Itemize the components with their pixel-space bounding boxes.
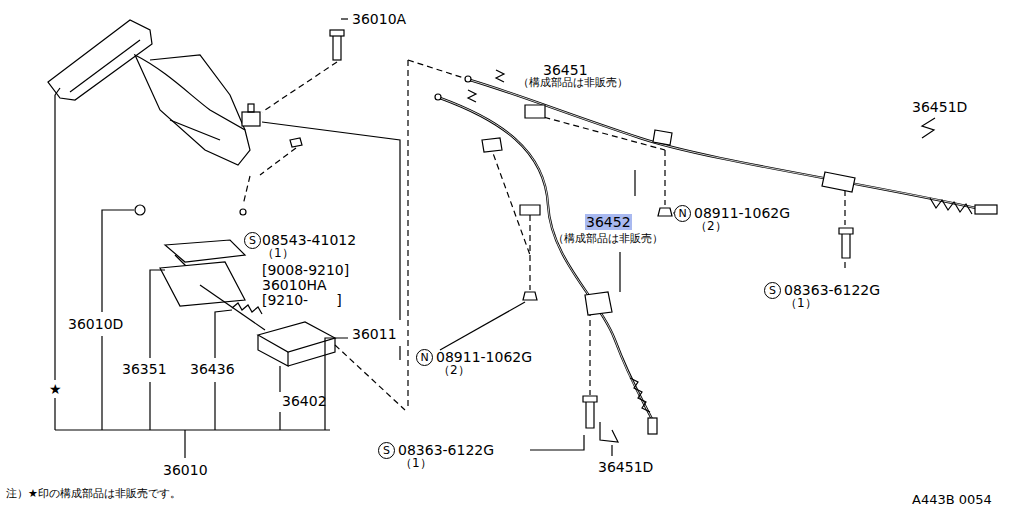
date-range: [9008-9210] bbox=[262, 262, 349, 278]
diagram-code: A443B 0054 bbox=[912, 493, 992, 508]
circled-letter: S bbox=[244, 232, 261, 249]
part-number: 08543-41012 bbox=[262, 232, 356, 248]
star-mark: ★ bbox=[49, 381, 62, 397]
circled-letter: S bbox=[378, 442, 395, 459]
quantity: （2） bbox=[695, 220, 727, 234]
callout-number: 36451 bbox=[543, 62, 588, 78]
callout-number: 36402 bbox=[282, 393, 327, 409]
highlighted-callout: 36452 bbox=[585, 214, 632, 230]
circled-letter: N bbox=[674, 205, 691, 222]
callout-number: 36451D bbox=[912, 99, 967, 115]
callout-number: 36010D bbox=[68, 316, 123, 332]
quantity: （1） bbox=[262, 247, 294, 261]
part-number: 08911-1062G bbox=[694, 205, 790, 221]
circled-letter: S bbox=[764, 282, 781, 299]
callout-number: 36451D bbox=[598, 459, 653, 475]
footnote: 注）★印の構成部品は非販売です。 bbox=[6, 488, 181, 501]
callout-number: 36010 bbox=[163, 462, 208, 478]
part-number: 08363-6122G bbox=[398, 442, 494, 458]
quantity: （1） bbox=[400, 457, 432, 471]
callout-number: 36010A bbox=[352, 11, 406, 27]
part-number: 08911-1062G bbox=[436, 349, 532, 365]
note-text: （構成部品は非販売） bbox=[553, 233, 663, 246]
callout-number: 36351 bbox=[122, 361, 167, 377]
quantity: （1） bbox=[785, 297, 817, 311]
note-text: （構成部品は非販売） bbox=[518, 77, 628, 90]
callout-number: 36010HA bbox=[262, 277, 327, 293]
callout-number: 36436 bbox=[190, 361, 235, 377]
part-number: 08363-6122G bbox=[784, 282, 880, 298]
callout-number: 36011 bbox=[352, 326, 397, 342]
circled-letter: N bbox=[416, 349, 433, 366]
quantity: （2） bbox=[438, 364, 470, 378]
date-range: [9210- ] bbox=[262, 292, 342, 308]
